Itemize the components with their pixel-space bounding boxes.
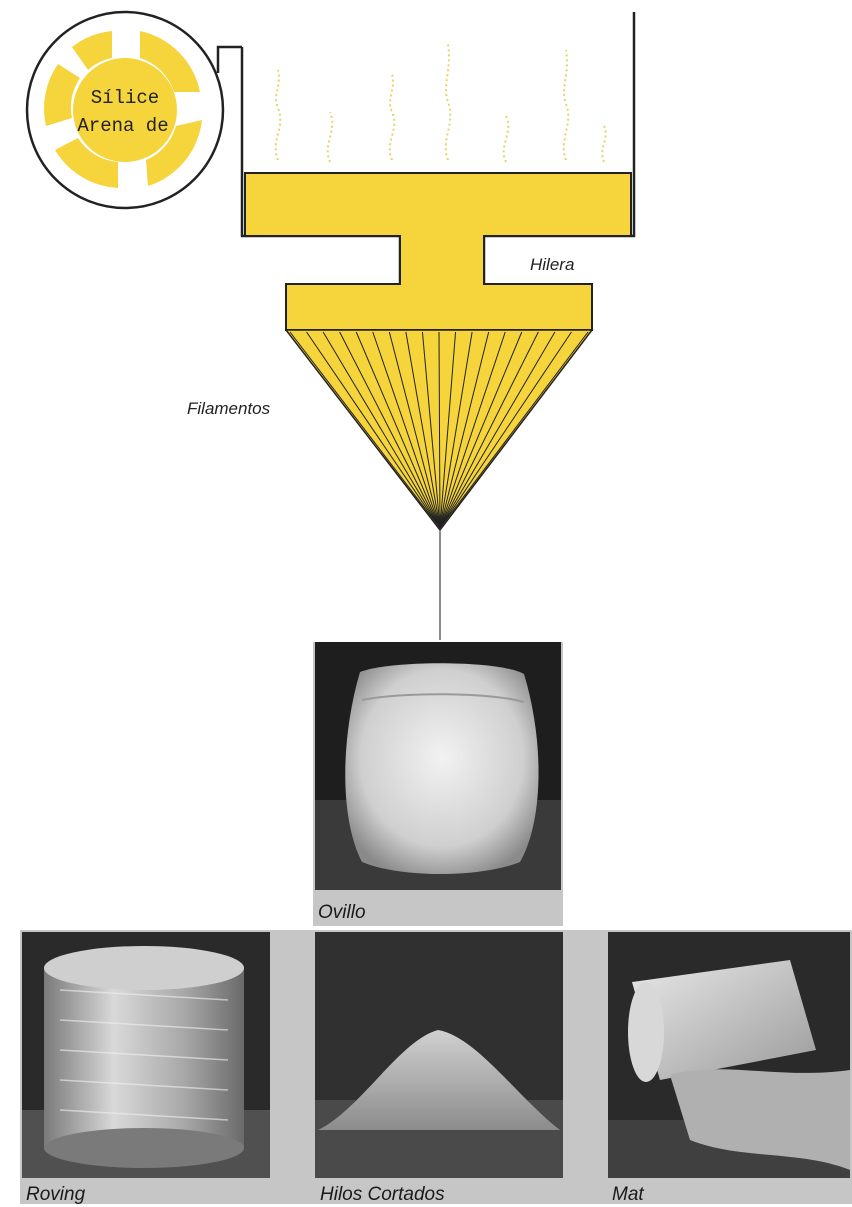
melting-furnace (242, 12, 634, 330)
sand-hopper: Sílice Arena de (27, 12, 242, 208)
mat-photo (608, 932, 850, 1178)
filaments-label: Filamentos (187, 399, 271, 418)
chopped-strands-caption: Hilos Cortados (320, 1184, 445, 1206)
ovillo-photo (315, 642, 561, 890)
ovillo-caption: Ovillo (318, 902, 366, 924)
roving-photo (22, 932, 270, 1178)
heat-wisps (276, 44, 606, 162)
chopped-strands-photo (315, 932, 563, 1178)
filament-cone (286, 330, 592, 530)
hopper-connector (218, 47, 242, 73)
molten-glass (245, 173, 631, 330)
source-label-line1: Sílice (91, 87, 159, 109)
source-label-line2: Arena de (77, 115, 168, 137)
mat-caption: Mat (612, 1184, 644, 1206)
spinneret-label: Hilera (530, 255, 574, 274)
roving-caption: Roving (26, 1184, 85, 1206)
